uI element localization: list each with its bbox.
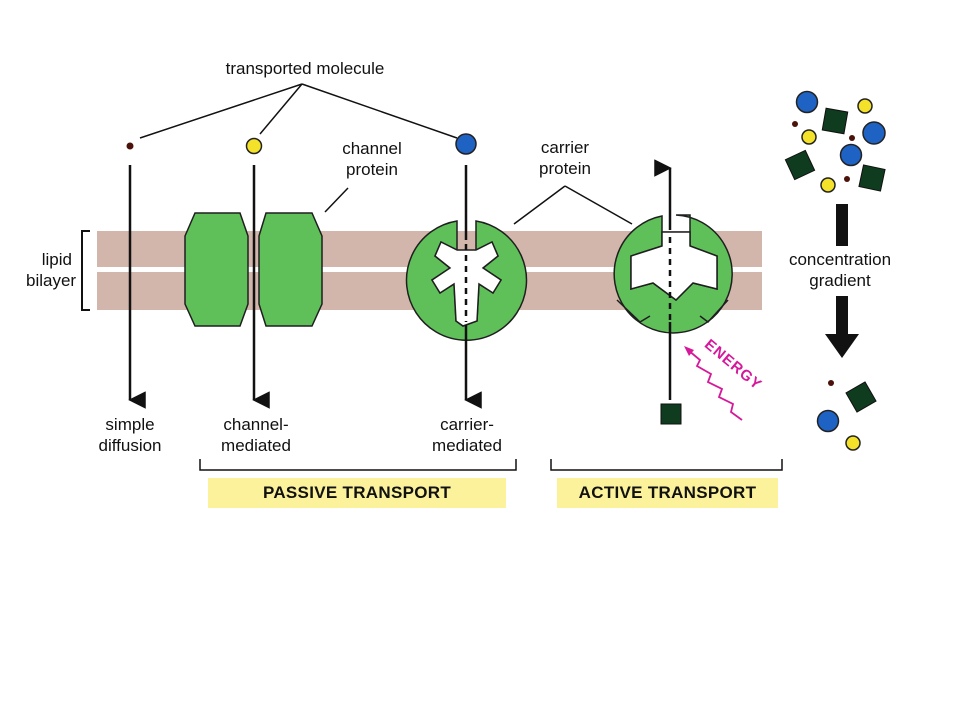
concentration-gradient-arrow <box>825 204 859 358</box>
channel-protein-label-line1: channel <box>342 139 402 158</box>
carrier-protein-label-line1: carrier <box>540 138 590 157</box>
carrier-protein-active <box>613 159 733 425</box>
small-molecule-dot <box>126 142 134 150</box>
channel-protein-pointer <box>324 187 349 213</box>
carrier-protein-pointers <box>513 185 633 225</box>
carrier-mediated-label-line2: mediated <box>432 436 502 455</box>
blue-molecule <box>455 133 477 155</box>
transported-molecule-label: transported molecule <box>225 59 385 78</box>
channel-protein-left-half <box>184 212 249 327</box>
carrier-mediated-label: carrier- mediated <box>432 414 502 456</box>
simple-diffusion-label-line2: diffusion <box>98 436 162 455</box>
passive-bracket <box>199 459 517 471</box>
lipid-bilayer-label: lipid bilayer <box>26 249 77 291</box>
active-bracket <box>550 459 783 471</box>
channel-mediated-label-line2: mediated <box>221 436 291 455</box>
channel-mediated-label: channel- mediated <box>221 414 291 456</box>
concentration-gradient-label-line1: concentration <box>788 250 892 269</box>
concentration-gradient-label-line2: gradient <box>809 271 871 290</box>
channel-protein-label-line2: protein <box>346 160 398 179</box>
channel-mediated-label-line1: channel- <box>223 415 289 434</box>
yellow-molecule <box>245 137 263 155</box>
energy-squiggle <box>684 346 743 421</box>
carrier-protein-active-body <box>613 214 733 334</box>
carrier-protein-active-cavity <box>630 231 718 301</box>
bilayer-bracket <box>81 230 90 311</box>
simple-diffusion-label-line1: simple <box>105 415 155 434</box>
carrier-protein-label-line2: protein <box>539 159 591 178</box>
dark-square-molecule <box>660 403 682 425</box>
carrier-protein-passive-cavity <box>430 240 503 327</box>
lipid-bilayer-label-line2: bilayer <box>26 271 77 290</box>
simple-diffusion-pathway <box>126 142 146 409</box>
concentration-gradient-label: concentration gradient <box>789 249 891 291</box>
simple-diffusion-label: simple diffusion <box>98 414 161 456</box>
carrier-mediated-label-line1: carrier- <box>440 415 494 434</box>
passive-transport-banner: PASSIVE TRANSPORT <box>208 478 506 508</box>
carrier-protein-passive <box>405 133 528 409</box>
low-concentration-molecules <box>816 380 877 451</box>
channel-protein-right-half <box>258 212 323 327</box>
transported-molecule-pointers <box>139 83 458 139</box>
channel-protein <box>184 137 323 409</box>
channel-protein-label: channel protein <box>342 138 402 180</box>
lipid-bilayer-label-line1: lipid <box>41 250 72 269</box>
carrier-protein-label: carrier protein <box>539 137 591 179</box>
active-transport-banner: ACTIVE TRANSPORT <box>557 478 778 508</box>
high-concentration-molecules <box>784 90 886 193</box>
